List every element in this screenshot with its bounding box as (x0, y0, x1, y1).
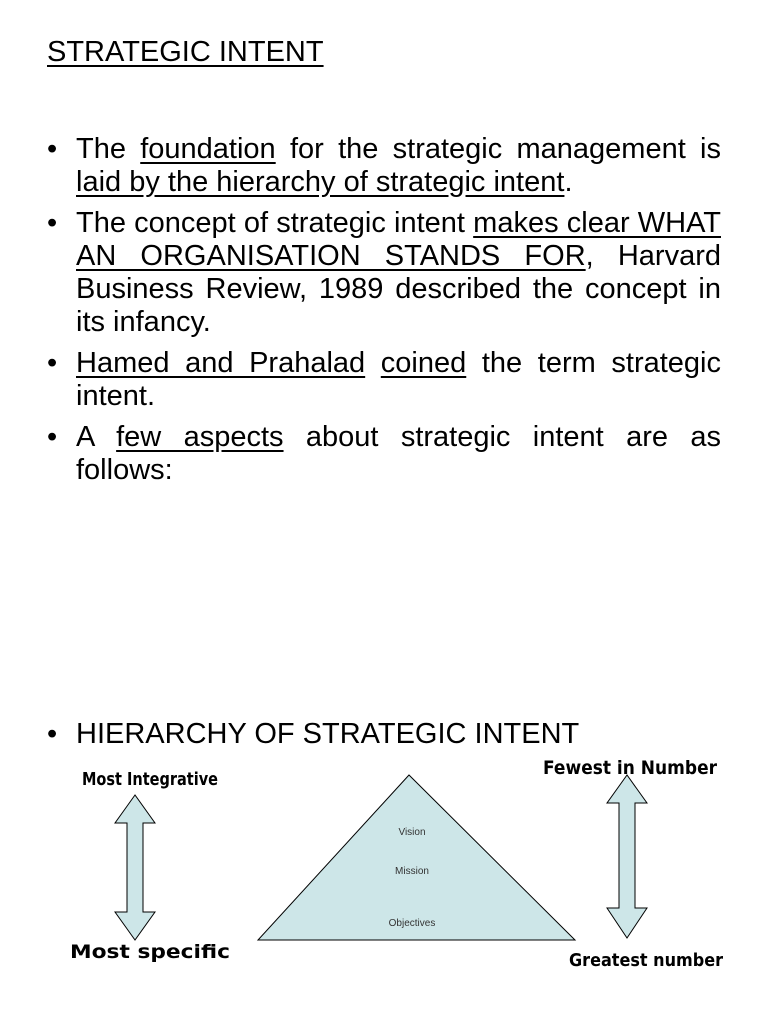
bullet-list: • The foundation for the strategic manag… (47, 133, 721, 495)
left-double-arrow-icon (114, 794, 156, 941)
pyramid-triangle (256, 774, 577, 941)
hierarchy-heading-text: HIERARCHY OF STRATEGIC INTENT (76, 718, 580, 750)
bullet-item: • A few aspects about strategic intent a… (47, 421, 721, 487)
bullet-part: , Harvard Business Review, 1989 describe… (76, 240, 721, 338)
bullet-part: about strategic intent are as follows: (76, 421, 721, 486)
label-most-integrative: Most Integrative (82, 769, 218, 790)
bullet-part-underlined: few aspects (116, 421, 284, 453)
bullet-part (365, 347, 381, 379)
right-double-arrow-icon (606, 774, 648, 939)
bullet-part-underlined: Hamed and Prahalad (76, 347, 366, 379)
hierarchy-diagram: Vision Mission Objectives Most Integrati… (70, 757, 723, 971)
page-title: STRATEGIC INTENT (47, 36, 324, 68)
bullet-dot: • (47, 207, 58, 239)
bullet-dot: • (47, 718, 58, 750)
bullet-dot: • (47, 421, 58, 453)
bullet-part-underlined: foundation (140, 133, 276, 165)
pyramid-level-vision: Vision (398, 827, 425, 838)
hierarchy-heading: • HIERARCHY OF STRATEGIC INTENT (47, 716, 579, 752)
label-most-specific: Most specific (70, 941, 230, 963)
bullet-item: • The foundation for the strategic manag… (47, 133, 721, 199)
bullet-part: A (76, 421, 117, 453)
bullet-dot: • (47, 347, 58, 379)
pyramid-level-objectives: Objectives (389, 918, 436, 929)
label-greatest-number: Greatest number (569, 950, 723, 971)
bullet-dot: • (47, 133, 58, 165)
bullet-part-underlined: makes clear WHAT AN ORGANISATION STANDS … (76, 207, 721, 272)
bullet-part: The concept of strategic intent (76, 207, 474, 239)
bullet-part: the term strategic intent. (76, 347, 721, 412)
bullet-part: for the strategic management is (275, 133, 721, 165)
bullet-part: The (76, 133, 141, 165)
bullet-item: • Hamed and Prahalad coined the term str… (47, 347, 721, 413)
label-fewest-in-number: Fewest in Number (543, 757, 718, 779)
bullet-part-underlined: laid by the hierarchy of strategic inten… (76, 166, 565, 198)
bullet-part: . (564, 166, 573, 198)
bullet-item: • The concept of strategic intent makes … (47, 207, 721, 339)
bullet-part-underlined: coined (380, 347, 467, 379)
pyramid-level-mission: Mission (395, 866, 429, 877)
